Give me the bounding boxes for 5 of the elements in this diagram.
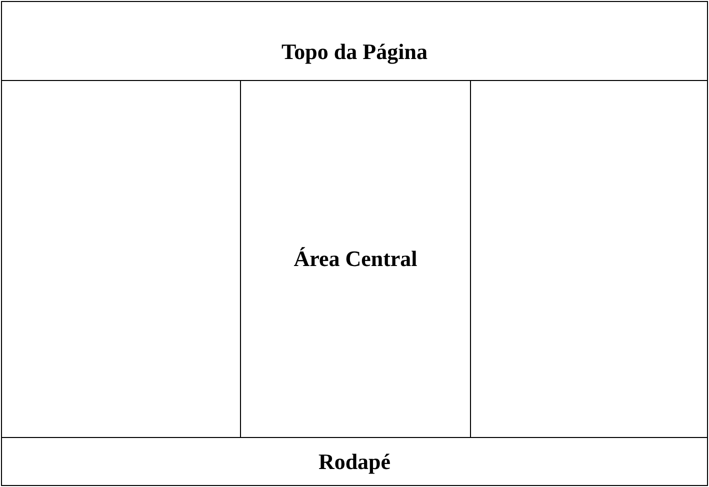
footer-title: Rodapé	[318, 448, 391, 474]
header-title: Topo da Página	[282, 39, 428, 65]
region-title: Área Central	[294, 246, 418, 272]
header-region	[1, 1, 708, 81]
footer-region	[1, 437, 708, 486]
